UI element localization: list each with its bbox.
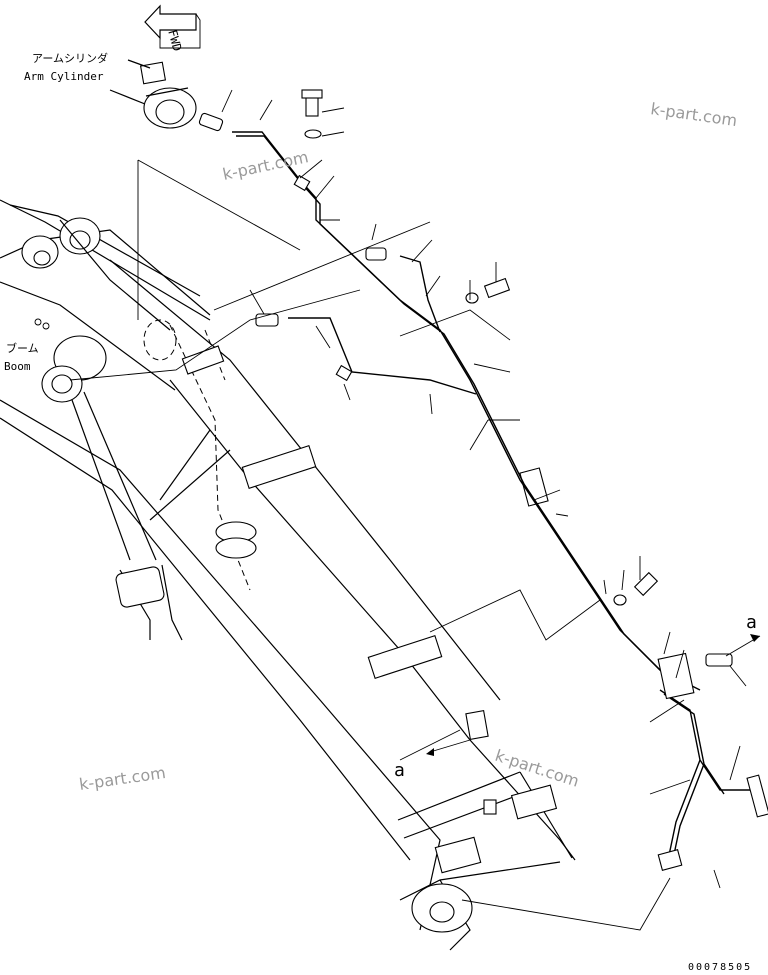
watermark: k-part.com bbox=[78, 763, 167, 794]
watermark: k-part.com bbox=[649, 99, 738, 130]
boom-label-en: Boom bbox=[4, 360, 31, 373]
view-a-label-top: a bbox=[746, 612, 757, 633]
drawing-number: 00078505 bbox=[688, 962, 752, 973]
boom-cylinder bbox=[41, 335, 183, 641]
boom-label-jp: ブーム bbox=[6, 341, 39, 355]
arm-cylinder-eye bbox=[109, 59, 197, 129]
pipe-clamps bbox=[181, 345, 558, 874]
fwd-arrow-icon: FWD bbox=[144, 4, 201, 53]
fittings bbox=[198, 89, 768, 871]
boom-upper-structure bbox=[0, 199, 211, 391]
view-arrow-icon bbox=[426, 634, 761, 756]
view-a-label-bottom: a bbox=[394, 760, 405, 781]
watermark: k-part.com bbox=[493, 746, 582, 791]
watermark: k-part.com bbox=[221, 147, 310, 184]
fwd-label: FWD bbox=[165, 28, 184, 53]
arm-cylinder-label-jp: アームシリンダ bbox=[32, 51, 108, 65]
arm-cylinder-label-en: Arm Cylinder bbox=[24, 70, 104, 83]
boom-body bbox=[0, 259, 576, 951]
leader-lines bbox=[69, 89, 747, 931]
